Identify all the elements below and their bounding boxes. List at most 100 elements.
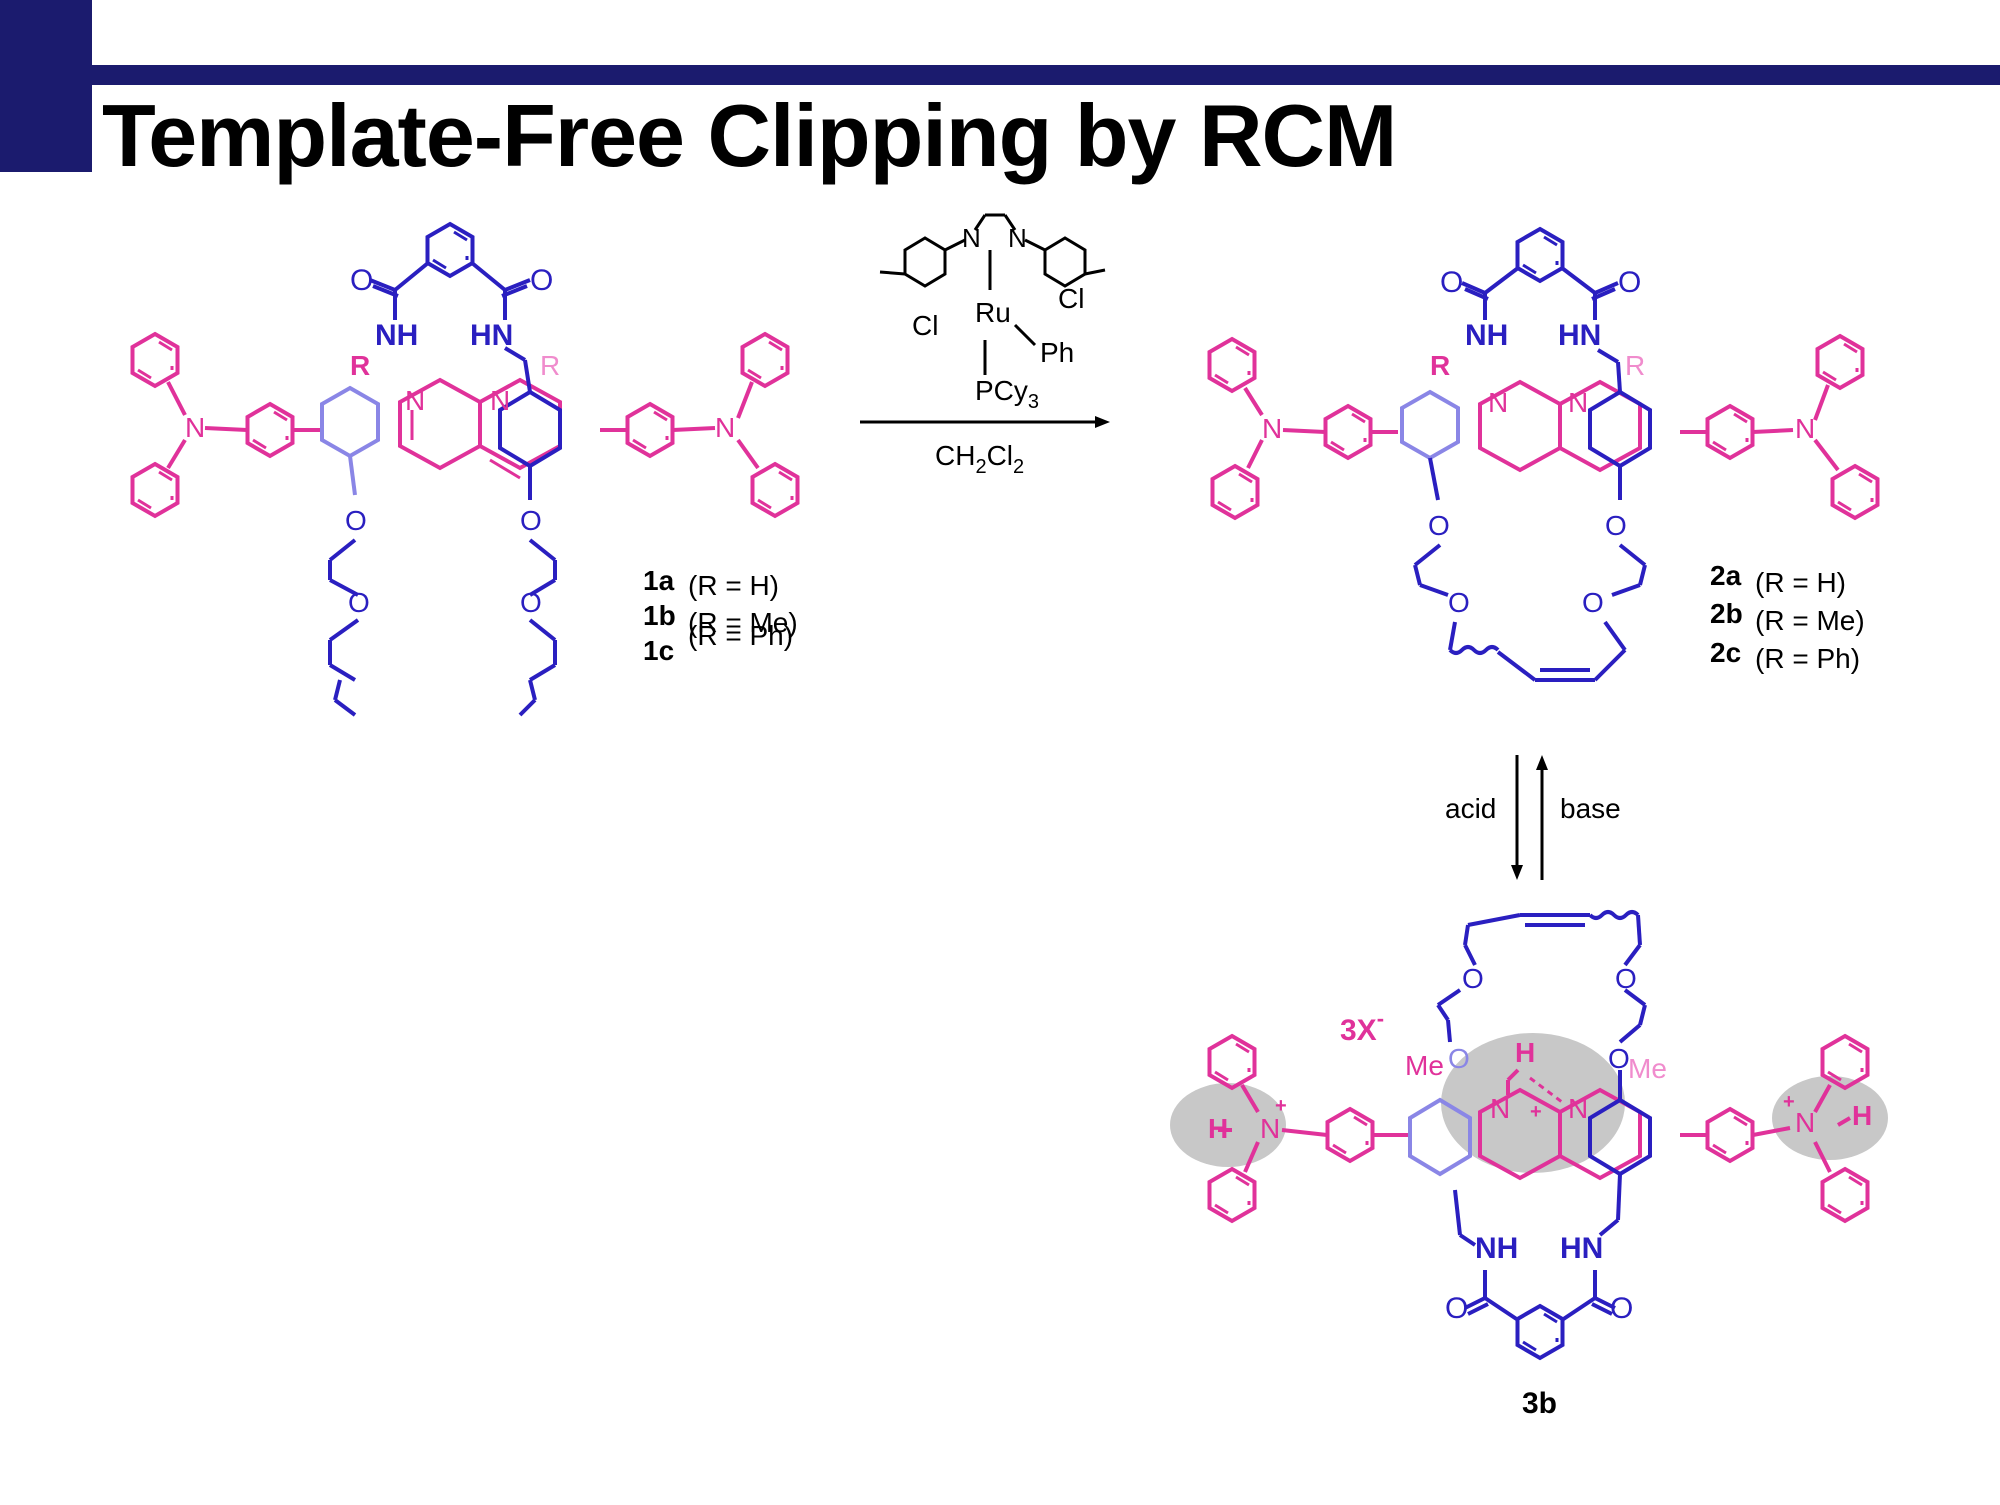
atom-n: N — [185, 412, 205, 443]
atom-r: R — [1430, 350, 1450, 381]
compound-2-labels: 2a (R = H) 2b (R = Me) 2c (R = Ph) — [1710, 560, 1865, 674]
phenyl-ring — [1705, 404, 1755, 460]
atom-o: O — [345, 505, 367, 536]
atom-o: O — [1608, 1043, 1630, 1074]
atom-o: O — [520, 505, 542, 536]
compound-r-group: (R = Ph) — [688, 620, 793, 651]
charge-plus: + — [1275, 1095, 1287, 1117]
atom-o: O — [1428, 510, 1450, 541]
atom-n: N — [1795, 413, 1815, 444]
atom-r: R — [350, 350, 370, 381]
atom-r: R — [540, 350, 560, 381]
methyl-me: Me — [1628, 1053, 1667, 1084]
atom-o: O — [1582, 587, 1604, 618]
isophthaloyl-ring — [1515, 227, 1565, 283]
compound-id: 2c — [1710, 637, 1741, 668]
grubbs-catalyst: N N Ru Cl Cl Ph PCy3 — [879, 213, 1106, 413]
atom-n: N — [962, 223, 981, 253]
charge-plus: + — [1783, 1091, 1795, 1113]
compound-r-group: (R = Me) — [688, 607, 798, 638]
phenyl-ring — [1207, 1034, 1257, 1090]
isophthaloyl-ring — [1515, 1304, 1565, 1360]
phenyl-ring — [1210, 464, 1260, 520]
compound-2-atoms: O O NH HN R R N N N N O O O O — [1262, 266, 1815, 618]
atom-o: O — [1448, 1043, 1470, 1074]
compound-3b: O O O O Me Me H N N + H N + N + H 3X- NH… — [1170, 910, 1888, 1420]
atom-o: O — [520, 587, 542, 618]
atom-o: O — [1448, 587, 1470, 618]
atom-r: R — [1625, 350, 1645, 381]
phenyl-ring — [1830, 464, 1880, 520]
atom-n: N — [1568, 387, 1588, 418]
phenyl-ring — [750, 462, 800, 518]
phenyl-ring — [1207, 337, 1257, 393]
phenyl-ring — [130, 332, 180, 388]
compound-3b-atoms: O O O O Me Me H N N + H N + N + H 3X- NH… — [1208, 963, 1872, 1420]
atom-o: O — [530, 264, 553, 297]
slide-title: Template-Free Clipping by RCM — [102, 86, 1397, 185]
compound-r-group: (R = Ph) — [1755, 643, 1860, 674]
atom-n: N — [1008, 223, 1027, 253]
atom-n: N — [1488, 387, 1508, 418]
compound-1: O O NH HN R R N N N N O O O O 1a — [130, 222, 800, 717]
methyl-me: Me — [1405, 1050, 1444, 1081]
compound-id: 1b — [643, 600, 676, 631]
atom-n: N — [1568, 1093, 1588, 1124]
protonation-highlight — [1772, 1076, 1888, 1160]
acid-label: acid — [1445, 793, 1496, 824]
atom-hn: HN — [1560, 1232, 1603, 1265]
atom-o: O — [1618, 266, 1641, 299]
counterion-label: 3X- — [1340, 1006, 1384, 1047]
reaction-arrow: CH2Cl2 — [860, 416, 1110, 478]
protonation-highlight — [1441, 1033, 1625, 1173]
atom-o: O — [350, 264, 373, 297]
phenyl-ring — [1323, 404, 1373, 460]
phenyl-ring — [130, 462, 180, 518]
phenyl-ring — [1325, 1107, 1375, 1163]
charge-plus: + — [1530, 1101, 1542, 1123]
compound-1-atoms: O O NH HN R R N N N N O O O O — [185, 264, 735, 618]
atom-n: N — [715, 412, 735, 443]
atom-nh: NH — [1475, 1232, 1518, 1265]
compound-2: O O NH HN R R N N N N O O O O 2a (R = H)… — [1207, 227, 1880, 682]
atom-h: H — [1208, 1113, 1228, 1144]
atom-n: N — [1260, 1113, 1280, 1144]
atom-nh: NH — [1465, 319, 1508, 352]
phenyl-ring — [625, 402, 675, 458]
base-label: base — [1560, 793, 1621, 824]
atom-o: O — [1440, 266, 1463, 299]
compound-r-group: (R = Me) — [1755, 605, 1865, 636]
atom-n: N — [1262, 413, 1282, 444]
atom-o: O — [1615, 963, 1637, 994]
atom-n: N — [405, 385, 425, 416]
atom-n: N — [490, 385, 510, 416]
atom-hn: HN — [1558, 319, 1601, 352]
compound-r-group: (R = H) — [1755, 567, 1846, 598]
phenyl-ring — [1815, 334, 1865, 390]
header-left-block — [0, 0, 92, 172]
compound-id: 1a — [643, 565, 675, 596]
compound-id: 2a — [1710, 560, 1742, 591]
equilibrium-arrows: acid base — [1445, 755, 1621, 880]
compound-3b-id: 3b — [1522, 1387, 1557, 1420]
compound-r-group: (R = H) — [688, 570, 779, 601]
atom-o: O — [1610, 1292, 1633, 1325]
atom-o: O — [1445, 1292, 1468, 1325]
atom-o: O — [348, 587, 370, 618]
atom-n: N — [1795, 1107, 1815, 1138]
atom-o: O — [1605, 510, 1627, 541]
ligand-cl: Cl — [1058, 283, 1084, 314]
phenyl-ring — [1820, 1167, 1870, 1223]
atom-n: N — [1490, 1093, 1510, 1124]
phenyl-ring — [1207, 1167, 1257, 1223]
ligand-cl: Cl — [912, 310, 938, 341]
atom-hn: HN — [470, 319, 513, 352]
atom-nh: NH — [375, 319, 418, 352]
compound-1-labels: 1a (R = H) 1b (R = Me) 1c (R = Ph) — [643, 565, 798, 666]
compound-id: 2b — [1710, 598, 1743, 629]
phenyl-ring — [1705, 1107, 1755, 1163]
header-bar — [92, 65, 2000, 85]
atom-h: H — [1515, 1037, 1535, 1068]
